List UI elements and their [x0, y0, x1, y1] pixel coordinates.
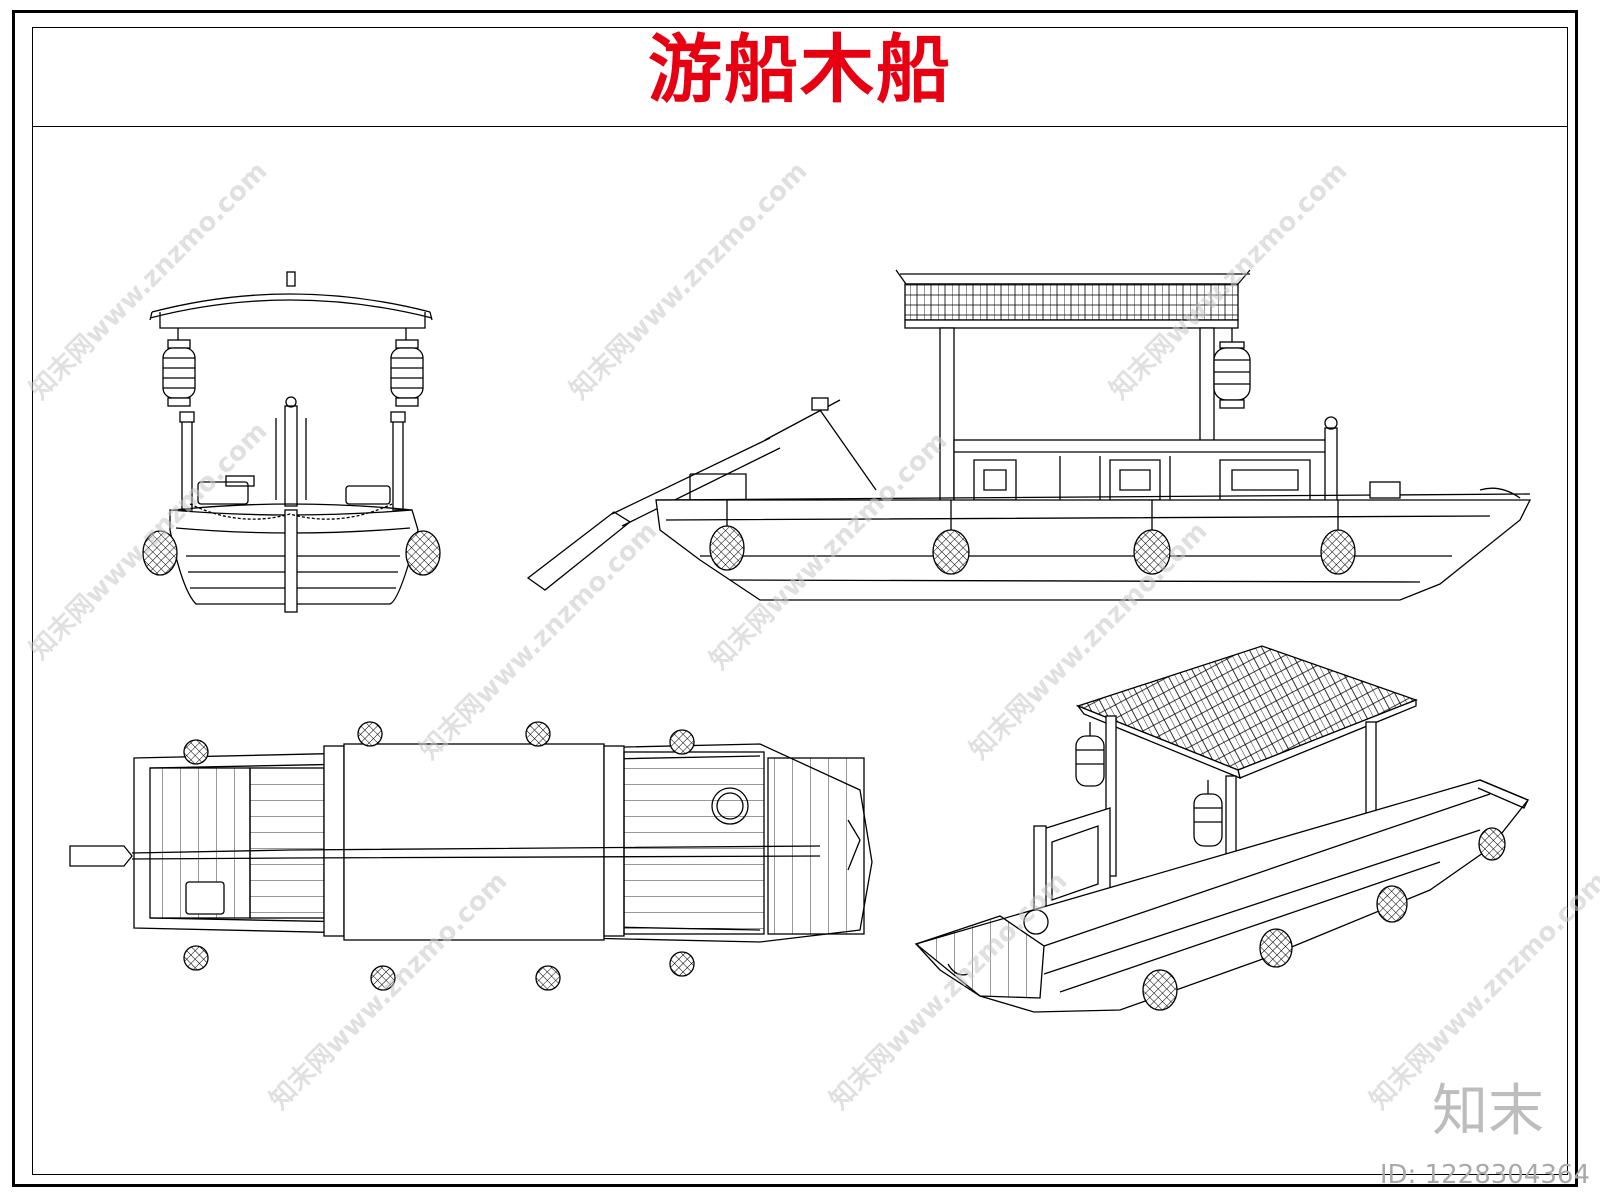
- side-view-boat: [526, 269, 1532, 601]
- top-view-boat: [69, 721, 873, 991]
- brand-watermark: 知末: [1432, 1079, 1544, 1144]
- lantern-icon: [1213, 328, 1251, 409]
- lantern-icon: [1193, 780, 1223, 847]
- lantern-icon: [162, 328, 196, 407]
- front-view-boat: [142, 271, 441, 613]
- lantern-icon: [390, 328, 424, 407]
- lantern-icon: [1075, 722, 1105, 787]
- title-band: 游船木船: [32, 27, 1568, 127]
- iso-view-boat: [914, 645, 1530, 1013]
- image-id-label: ID: 1228304364: [1379, 1160, 1590, 1190]
- inner-frame: [32, 27, 1568, 1175]
- outer-frame: [12, 10, 1578, 1187]
- page-title: 游船木船: [648, 27, 952, 113]
